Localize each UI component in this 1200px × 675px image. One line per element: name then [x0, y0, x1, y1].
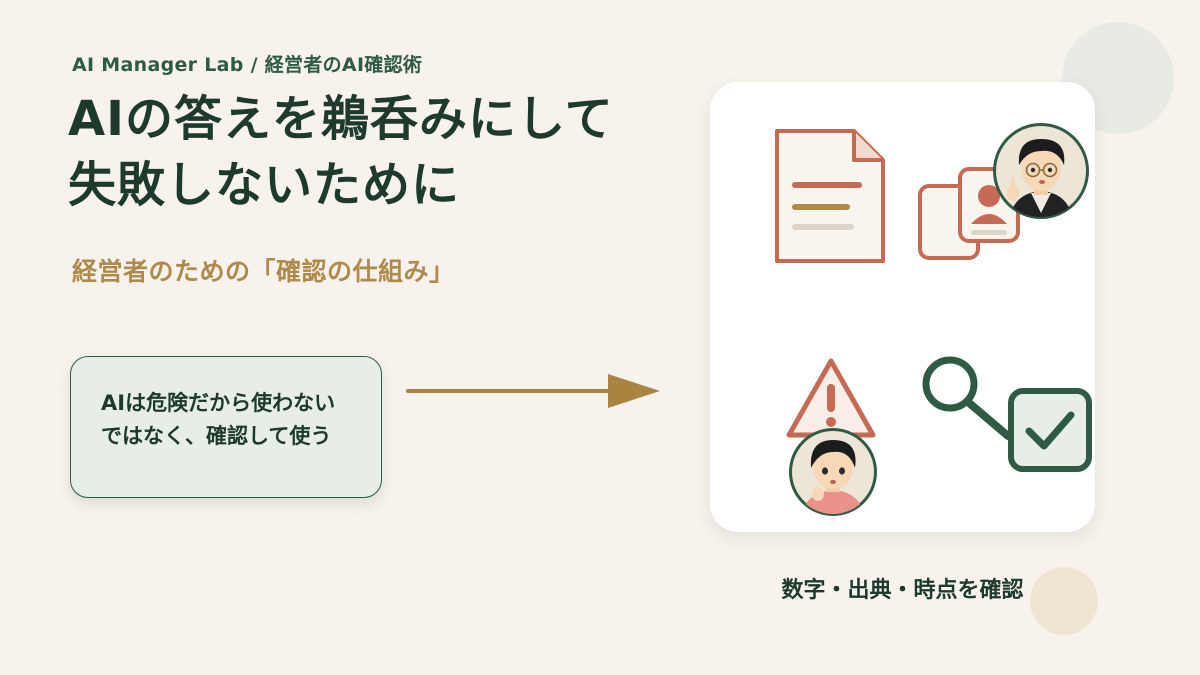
document-icon	[775, 129, 885, 263]
arrow-right-icon	[406, 374, 660, 408]
callout-box: AIは危険だから使わない ではなく、確認して使う	[70, 356, 382, 498]
subtitle: 経営者のための「確認の仕組み」	[72, 257, 455, 286]
callout-line-2: ではなく、確認して使う	[101, 424, 332, 448]
checkbox-icon	[1008, 388, 1092, 472]
avatar	[993, 123, 1089, 219]
callout-line-1: AIは危険だから使わない	[101, 391, 336, 415]
page-title: AIの答えを鵜呑みにして 失敗しないために	[68, 86, 668, 218]
brand-label: AI Manager Lab / 経営者のAI確認術	[72, 54, 423, 76]
decorative-circle-bottom	[1030, 567, 1098, 635]
card-caption: 数字・出典・時点を確認	[781, 578, 1024, 603]
illustration-card	[710, 82, 1095, 532]
magnifier-icon	[922, 356, 1012, 440]
title-line-1: AIの答えを鵜呑みにして	[68, 91, 614, 147]
title-line-2: 失敗しないために	[68, 157, 461, 213]
avatar	[789, 428, 877, 516]
